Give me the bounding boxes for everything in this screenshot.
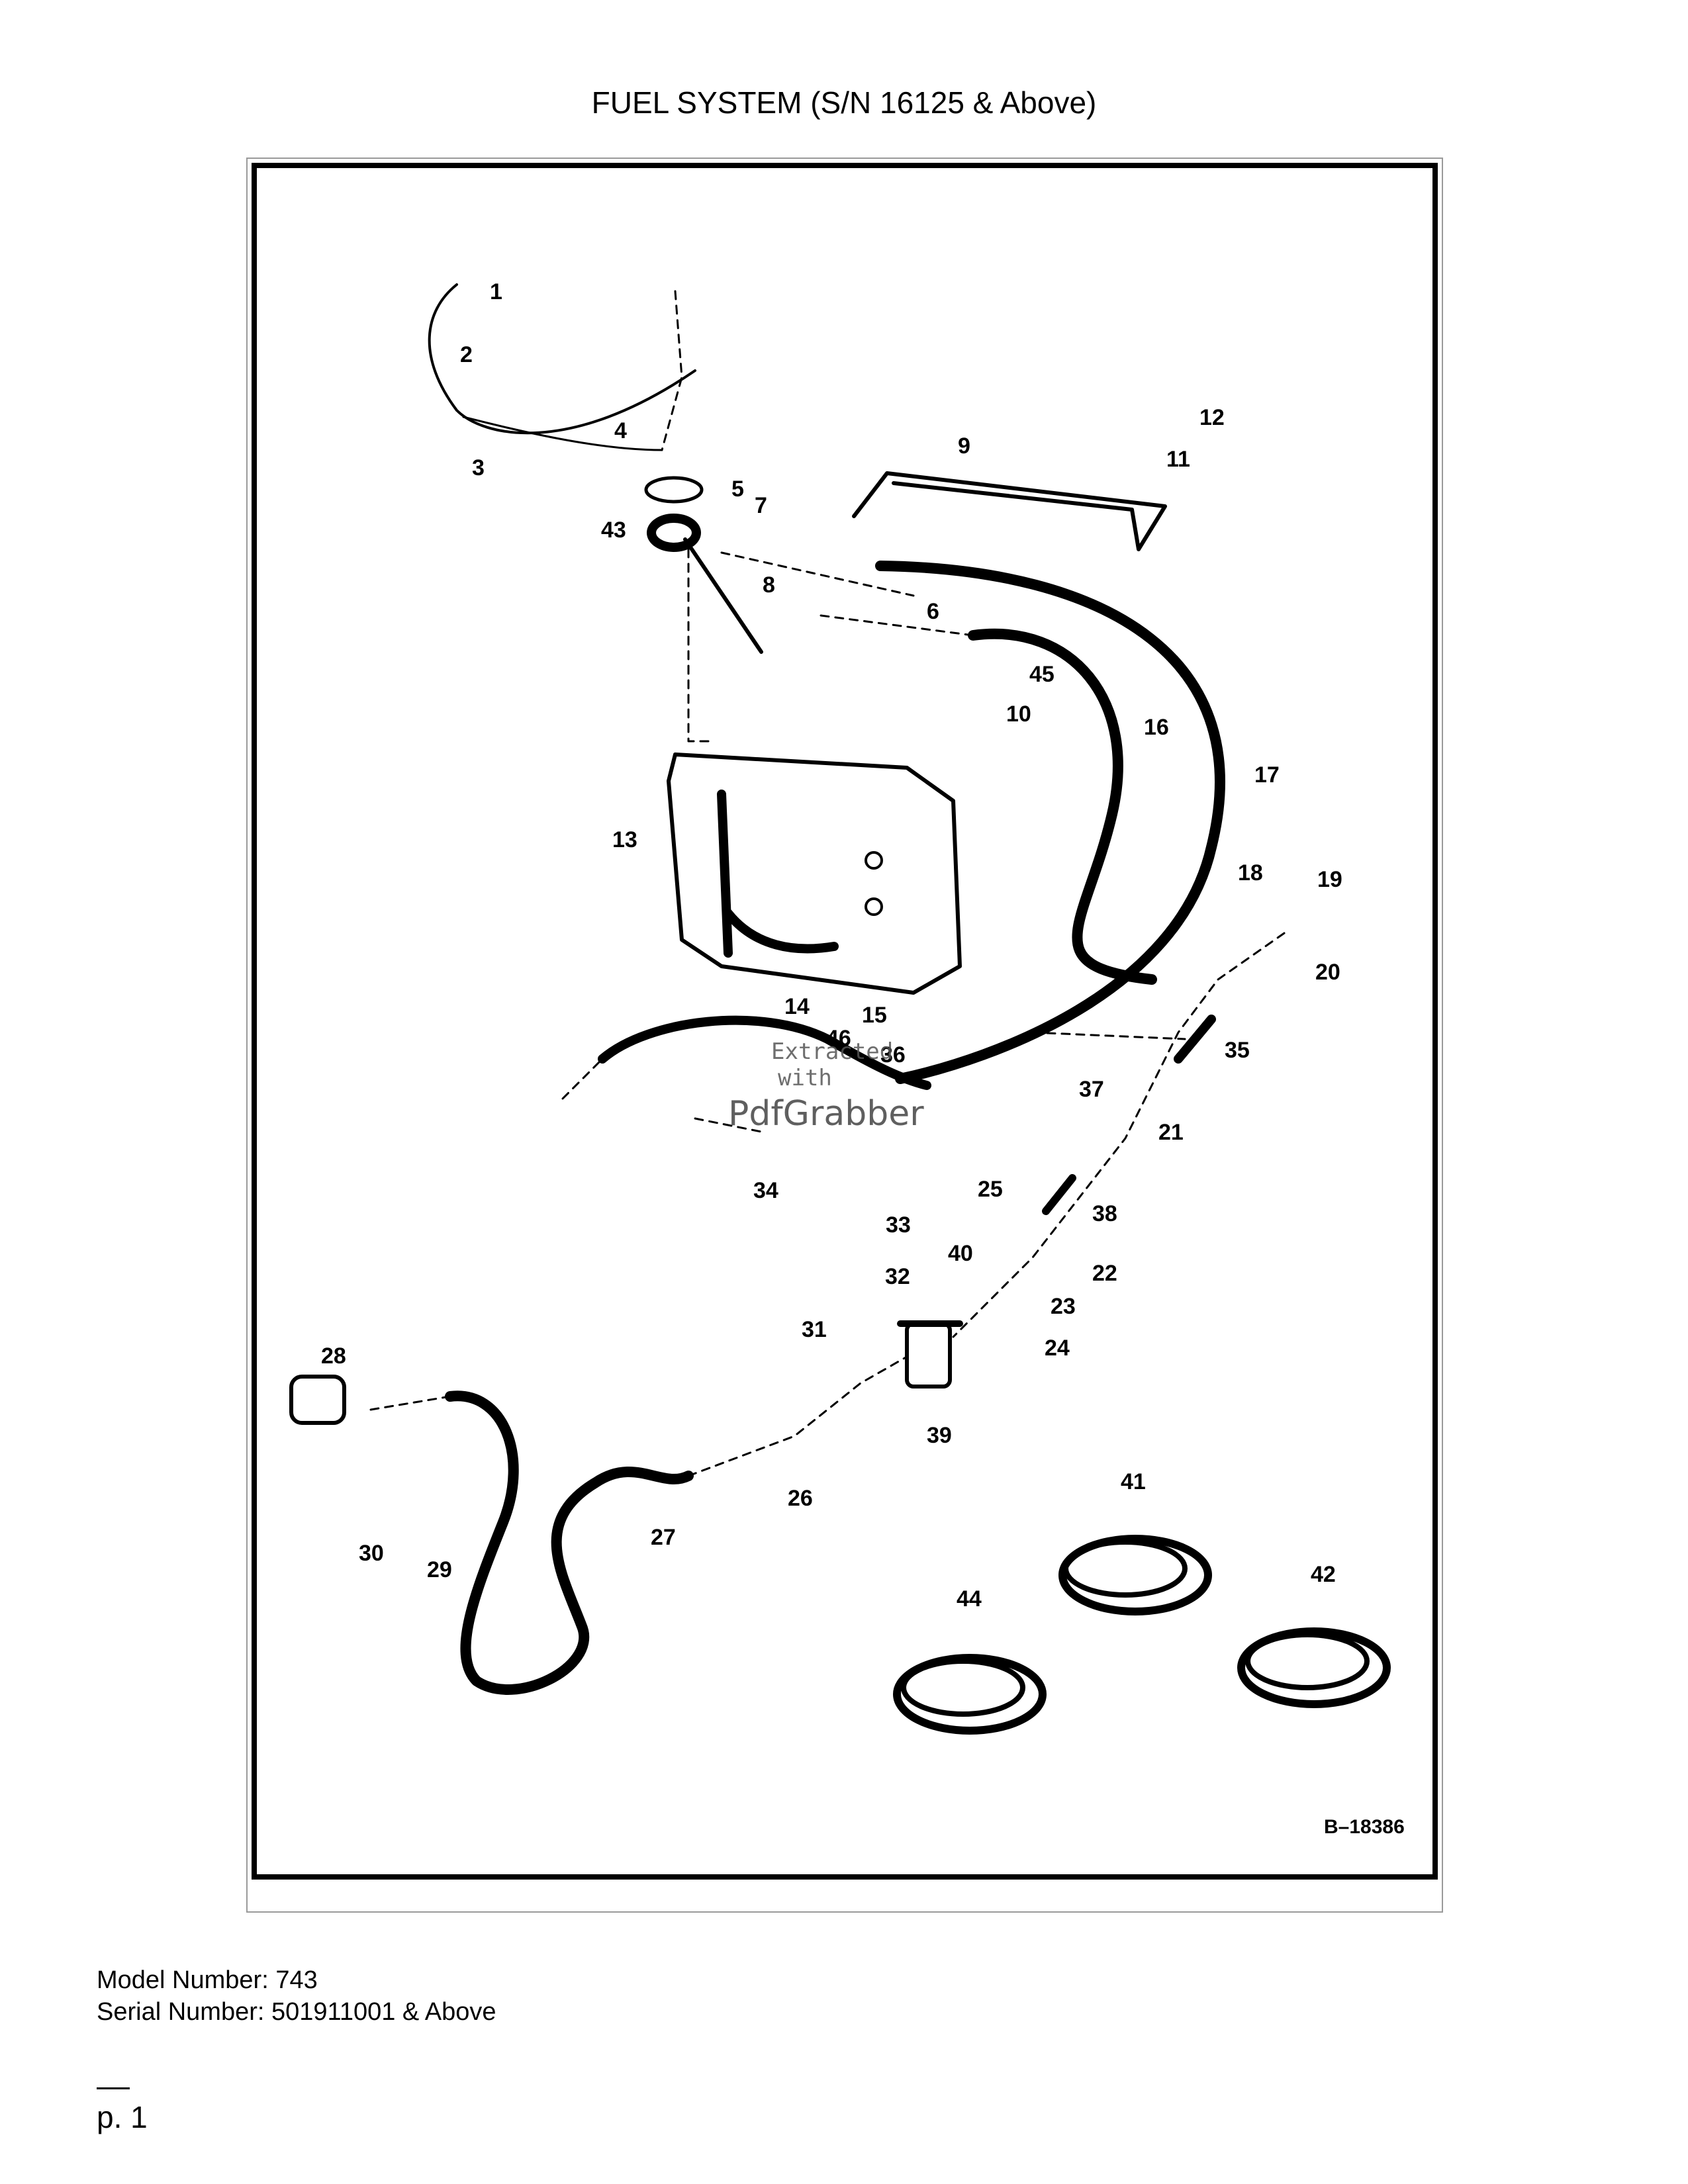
callout: 23 [1051, 1294, 1076, 1319]
return-hose [598, 1015, 931, 1090]
hose-27 [445, 1390, 694, 1695]
callout: 34 [753, 1178, 778, 1203]
hose-16 [968, 628, 1157, 985]
callout: 29 [427, 1557, 452, 1582]
gauge-cable [428, 283, 696, 435]
callout: 4 [614, 418, 627, 443]
callout: 5 [731, 477, 744, 502]
diagram-outer-frame [246, 158, 1443, 1913]
callout: 46 [826, 1026, 851, 1051]
callout: 43 [601, 518, 626, 543]
callout: 20 [1315, 960, 1340, 985]
callout: 19 [1317, 867, 1342, 892]
callout: 45 [1029, 662, 1055, 687]
callout: 9 [958, 433, 970, 459]
hose-coil-41 [1058, 1535, 1212, 1615]
callout: 14 [784, 994, 810, 1019]
page-title: FUEL SYSTEM (S/N 16125 & Above) [591, 85, 1097, 120]
callout: 10 [1006, 702, 1031, 727]
callout: 42 [1311, 1562, 1336, 1587]
hose-coil-44 [893, 1654, 1047, 1735]
callout: 27 [651, 1525, 676, 1550]
callout: 25 [978, 1177, 1003, 1202]
watermark-line-1: Extracted [771, 1038, 893, 1065]
callout: 39 [927, 1423, 952, 1448]
hose-35 [1174, 1015, 1216, 1064]
callout: 22 [1092, 1261, 1117, 1286]
callout: 12 [1199, 405, 1225, 430]
callout: 6 [927, 599, 939, 624]
callout: 13 [612, 827, 637, 852]
callout: 44 [957, 1586, 982, 1612]
callout: 3 [472, 455, 485, 480]
page-number: p. 1 [97, 2100, 148, 2134]
hose-coil-42 [1237, 1627, 1391, 1708]
callout: 2 [460, 342, 473, 367]
sender-unit [644, 476, 704, 504]
watermark: Extracted with PdfGrabber [728, 1038, 924, 1134]
diagram-frame [252, 163, 1438, 1880]
watermark-brand: PdfGrabber [728, 1094, 924, 1134]
callout: 41 [1121, 1469, 1146, 1494]
serial-number: Serial Number: 501911001 & Above [97, 1998, 496, 2026]
callout: 18 [1238, 860, 1263, 886]
fuel-filter [905, 1322, 952, 1388]
diagram-reference-code: B–18386 [1324, 1816, 1405, 1838]
footer-rule [97, 2087, 130, 2089]
callout-labels: 1 2 3 4 5 7 43 8 6 9 12 11 45 10 16 17 1… [321, 279, 1342, 1612]
watermark-line-2: with [778, 1065, 832, 1091]
callout: 40 [948, 1241, 973, 1266]
callout: 36 [880, 1042, 906, 1068]
callout: 11 [1166, 447, 1190, 472]
callout: 30 [359, 1541, 384, 1566]
tank-bracket [852, 471, 1167, 551]
callout: 8 [763, 572, 775, 598]
callout: 24 [1045, 1336, 1070, 1361]
callout: 7 [755, 493, 767, 518]
callout: 35 [1225, 1038, 1250, 1063]
callout: 17 [1254, 762, 1280, 788]
callout: 16 [1144, 715, 1169, 740]
callout: 21 [1158, 1120, 1184, 1145]
callout: 33 [886, 1212, 911, 1238]
callout: 38 [1092, 1201, 1117, 1226]
callout: 37 [1079, 1077, 1104, 1102]
callout: 15 [862, 1003, 887, 1028]
hose-38 [1042, 1174, 1076, 1215]
hose-17 [875, 561, 1225, 1084]
model-number: Model Number: 743 [97, 1966, 318, 1994]
callout: 1 [490, 279, 502, 304]
fuel-pump [289, 1375, 346, 1425]
callout: 28 [321, 1343, 346, 1369]
fuel-tank [667, 752, 962, 995]
callout: 32 [885, 1264, 910, 1289]
callout: 26 [788, 1486, 813, 1511]
callout: 31 [802, 1317, 827, 1342]
